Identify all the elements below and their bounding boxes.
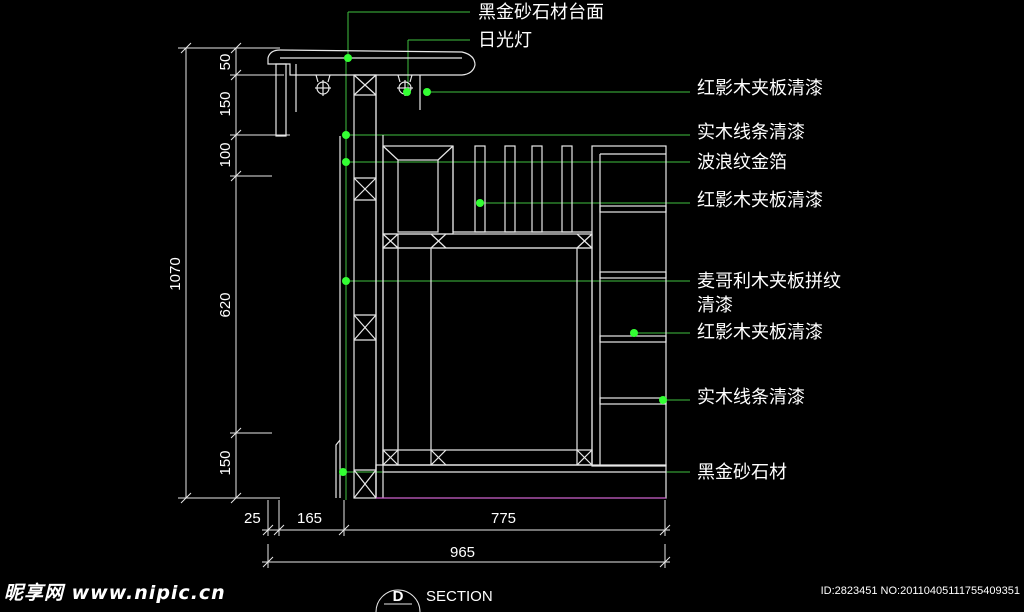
cabinet-outline bbox=[267, 49, 667, 499]
section-marker: D SECTION bbox=[375, 588, 493, 612]
label-solid-strip-2: 实木线条清漆 bbox=[697, 387, 805, 408]
label-red-shadow-2: 红影木夹板清漆 bbox=[697, 190, 823, 211]
leader-dots bbox=[339, 54, 667, 476]
label-top-stone: 黑金砂石材台面 bbox=[478, 2, 604, 23]
watermark-id: ID:2823451 NO:20110405111755409351 bbox=[820, 585, 1020, 597]
dim-100: 100 bbox=[217, 142, 234, 167]
leader-lines bbox=[344, 11, 690, 500]
dim-total-1070: 1070 bbox=[167, 257, 184, 290]
dim-25: 25 bbox=[244, 510, 261, 527]
dim-50: 50 bbox=[217, 54, 234, 71]
label-solid-strip-1: 实木线条清漆 bbox=[697, 122, 805, 143]
dimension-lines bbox=[178, 42, 671, 568]
dim-150-bottom: 150 bbox=[217, 450, 234, 475]
label-base-stone: 黑金砂石材 bbox=[697, 462, 787, 483]
label-wave-gold: 波浪纹金箔 bbox=[697, 152, 787, 173]
label-red-shadow-1: 红影木夹板清漆 bbox=[697, 78, 823, 99]
section-title: SECTION bbox=[426, 588, 493, 605]
dim-775: 775 bbox=[491, 510, 516, 527]
section-mark-letter: D bbox=[393, 588, 404, 605]
dim-165: 165 bbox=[297, 510, 322, 527]
dim-150-top: 150 bbox=[217, 91, 234, 116]
dim-620: 620 bbox=[217, 292, 234, 317]
label-makore-line1: 麦哥利木夹板拼纹 bbox=[697, 271, 841, 292]
watermark-site: 昵享网 www.nipic.cn bbox=[4, 582, 226, 604]
label-red-shadow-3: 红影木夹板清漆 bbox=[697, 322, 823, 343]
dim-965: 965 bbox=[450, 544, 475, 561]
label-makore-line2: 清漆 bbox=[697, 295, 733, 316]
label-light: 日光灯 bbox=[478, 30, 532, 51]
